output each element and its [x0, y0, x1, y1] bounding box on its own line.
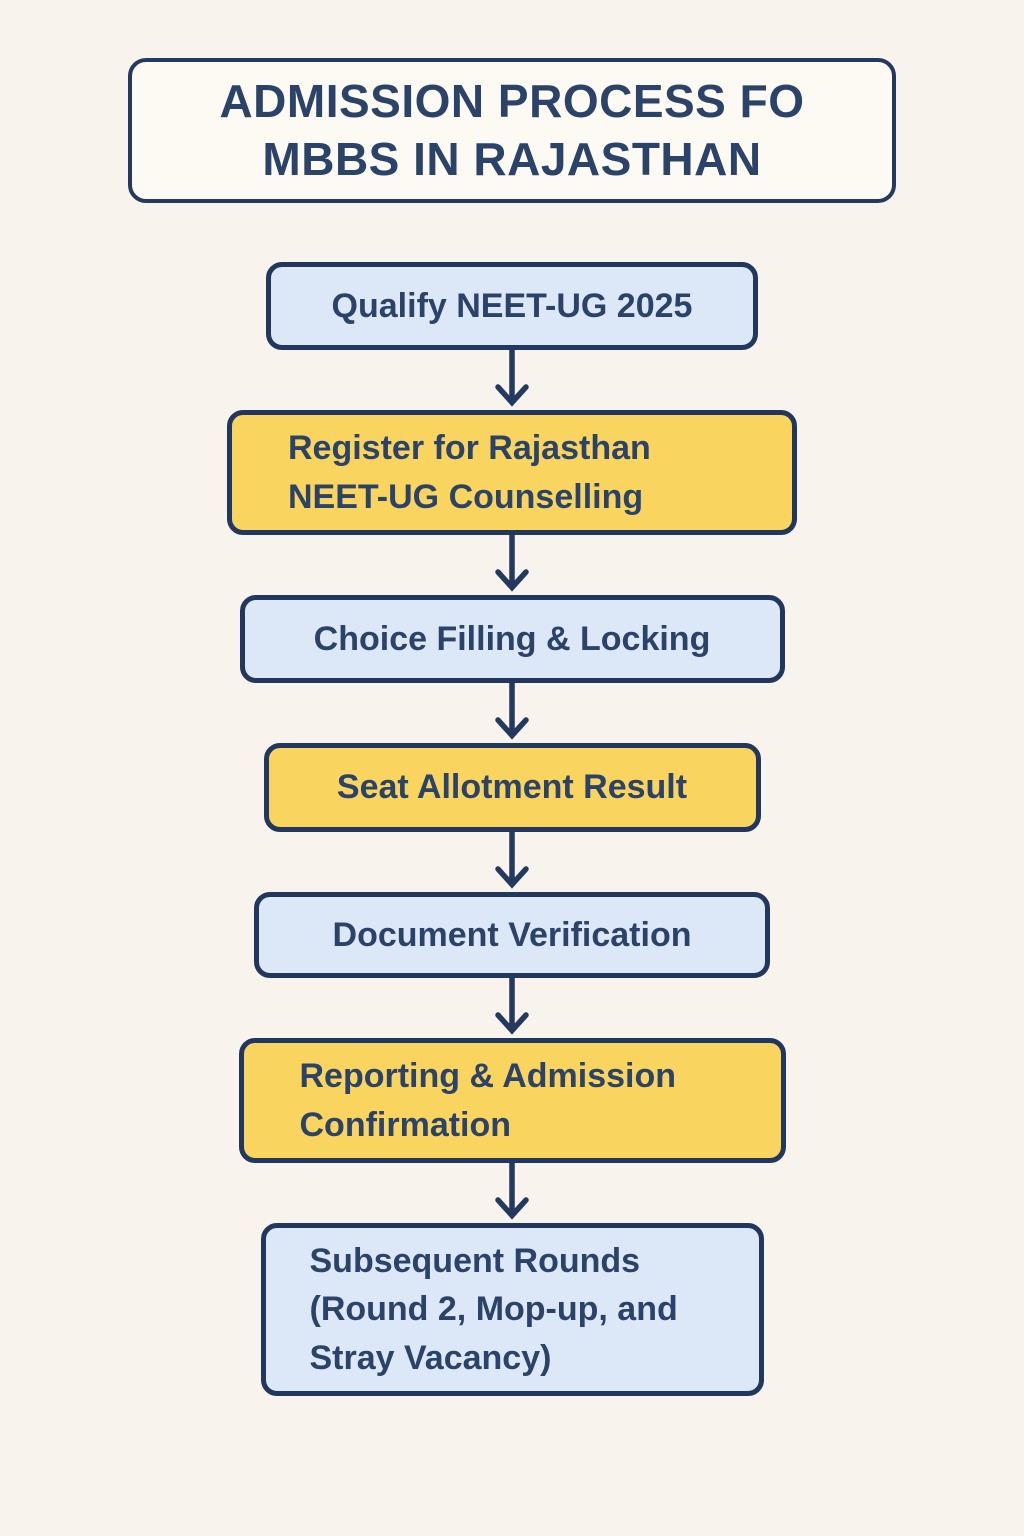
step-qualify-neet: Qualify NEET-UG 2025: [266, 262, 758, 350]
page-title-line-2: MBBS IN RAJASTHAN: [262, 132, 762, 185]
arrow-down-icon: [495, 683, 529, 740]
step-document-verification: Document Verification: [254, 892, 770, 978]
step-seat-allotment: Seat Allotment Result: [263, 743, 761, 832]
step-choice-filling: Choice Filling & Locking: [239, 595, 785, 683]
step-reporting-confirmation: Reporting & Admission Confirmation: [238, 1038, 786, 1163]
step-register-counselling: Register for Rajasthan NEET-UG Counselli…: [227, 410, 797, 535]
step-label: Register for Rajasthan NEET-UG Counselli…: [288, 429, 651, 516]
step-subsequent-rounds: Subsequent Rounds (Round 2, Mop-up, and …: [260, 1223, 764, 1396]
step-label: Document Verification: [332, 915, 692, 954]
step-label: Seat Allotment Result: [336, 768, 688, 807]
step-label: Reporting & Admission Confirmation: [299, 1057, 677, 1144]
arrow-down-icon: [495, 1163, 529, 1220]
arrow-down-icon: [495, 350, 529, 407]
arrow-down-icon: [495, 832, 529, 889]
title-box: ADMISSION PROCESS FO MBBS IN RAJASTHAN: [128, 58, 896, 203]
arrow-down-icon: [495, 978, 529, 1035]
step-label: Qualify NEET-UG 2025: [331, 286, 693, 325]
page-title-line-1: ADMISSION PROCESS FO: [219, 75, 805, 128]
arrow-down-icon: [495, 535, 529, 592]
step-label: Subsequent Rounds (Round 2, Mop-up, and …: [309, 1242, 678, 1377]
step-label: Choice Filling & Locking: [313, 619, 711, 658]
